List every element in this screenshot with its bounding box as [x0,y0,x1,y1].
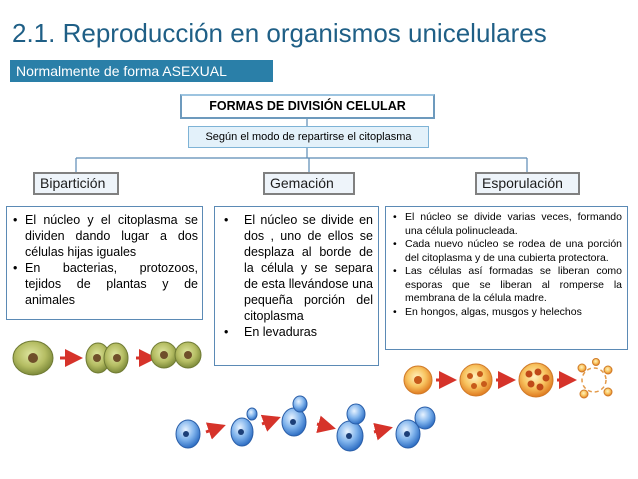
bullet-item: En levaduras [220,324,373,340]
bullet-item: En hongos, algas, musgos y helechos [391,306,622,320]
esporulacion-description: El núcleo se divide varias veces, forman… [385,206,628,350]
slide-subtitle: Normalmente de forma ASEXUAL [10,60,273,82]
bullet-item: El núcleo se divide en dos , uno de ello… [220,212,373,324]
biparticion-description: El núcleo y el citoplasma se dividen dan… [6,206,203,320]
bullet-item: El núcleo y el citoplasma se dividen dan… [11,212,198,260]
diagram-subheader: Según el modo de repartirse el citoplasm… [188,126,429,148]
bullet-item: En bacterias, protozoos, tejidos de plan… [11,260,198,308]
category-esporulacion: Esporulación [475,172,580,195]
category-biparticion: Bipartición [33,172,119,195]
bullet-item: El núcleo se divide varias veces, forman… [391,211,622,238]
bullet-item: Cada nuevo núcleo se rodea de una porció… [391,238,622,265]
diagram-header: FORMAS DE DIVISIÓN CELULAR [180,94,435,119]
bullet-item: Las células así formadas se liberan como… [391,265,622,306]
slide-title: 2.1. Reproducción en organismos unicelul… [12,18,547,48]
gemacion-description: El núcleo se divide en dos , uno de ello… [214,206,379,366]
category-gemacion: Gemación [263,172,355,195]
